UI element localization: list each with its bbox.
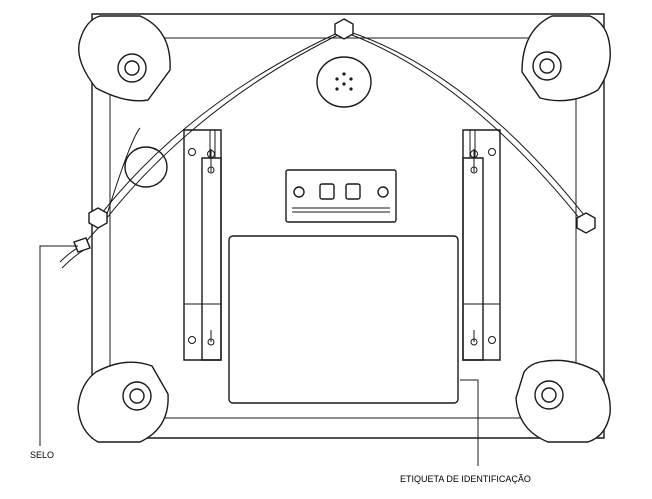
bracket-left (183, 129, 222, 361)
foot-bottom-right (515, 359, 611, 443)
round-cover (124, 146, 168, 188)
bracket-right (462, 129, 501, 361)
seal-clip (73, 237, 91, 253)
foot-top-left (78, 15, 171, 102)
connector-plate (285, 169, 397, 223)
hex-nut-top (334, 18, 354, 40)
hex-nut-left (88, 207, 108, 229)
label-leader-line (460, 379, 479, 466)
seal-label: SELO (30, 450, 54, 460)
seal-leader-line (39, 245, 78, 446)
identification-label-text: ETIQUETA DE IDENTIFICAÇÃO (400, 474, 531, 484)
foot-bottom-left (77, 361, 169, 443)
foot-top-right (521, 15, 611, 102)
speaker-grille (316, 56, 372, 108)
seal-wire (59, 29, 589, 269)
hex-nut-right (576, 212, 596, 234)
identification-label-area (228, 235, 459, 404)
